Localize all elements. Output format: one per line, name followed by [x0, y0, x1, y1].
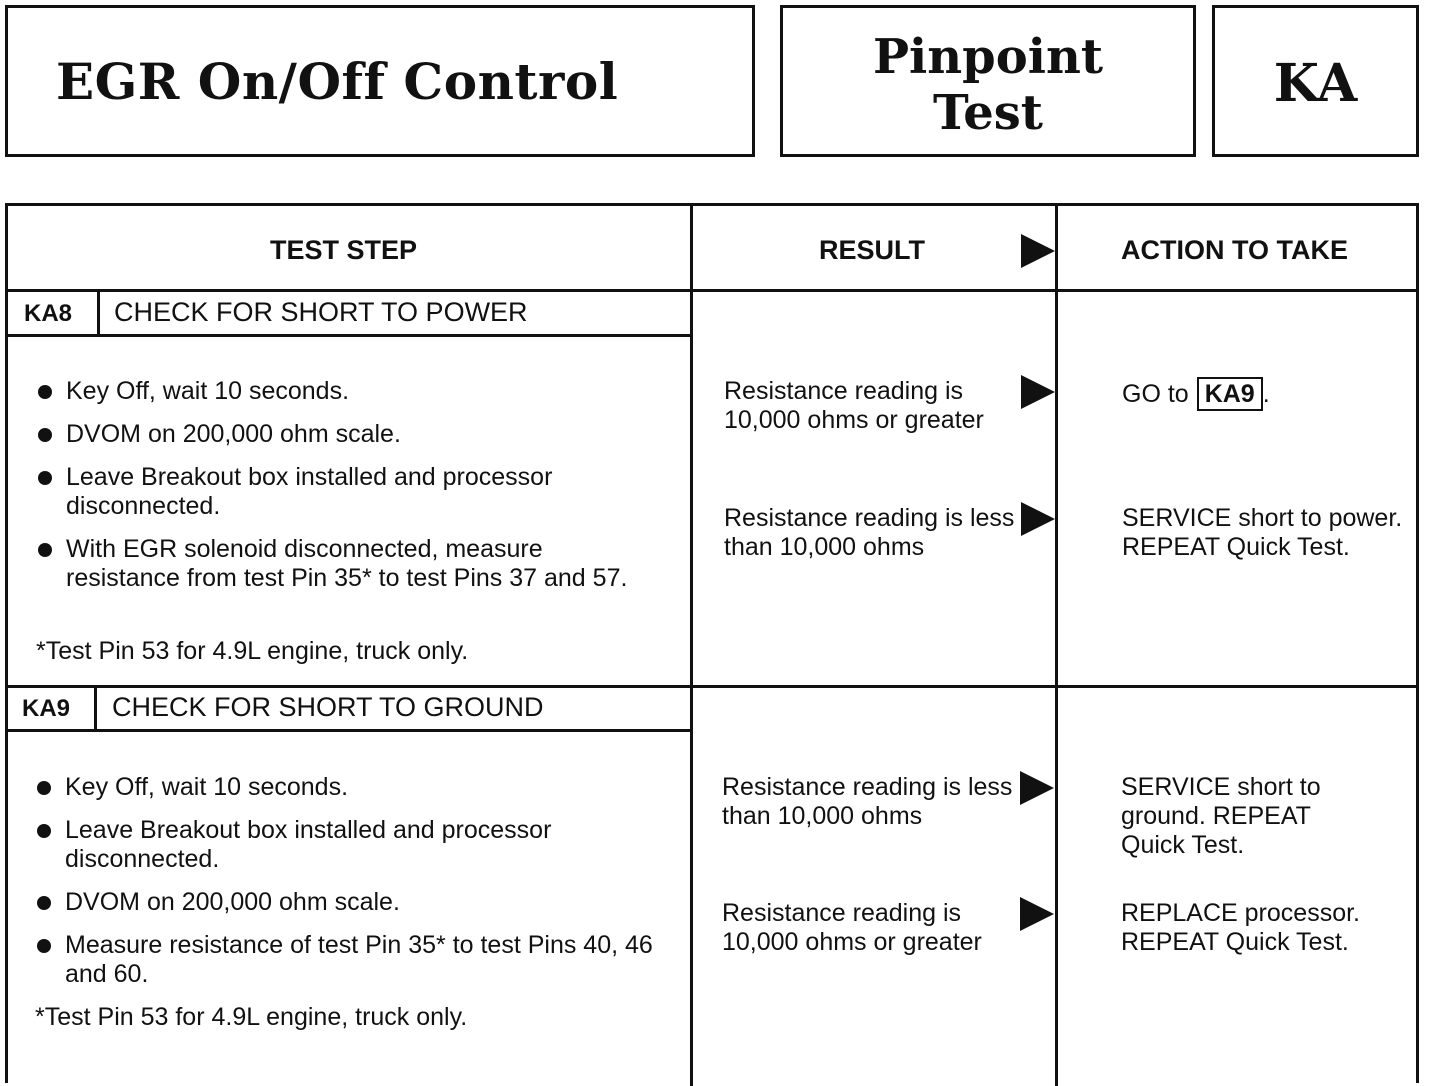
result-text: Resistance reading is 10,000 ohms or gre… — [722, 899, 982, 956]
test-type-line1: Pinpoint — [872, 29, 1104, 85]
title-box: EGR On/Off Control — [5, 5, 755, 157]
instruction-item: Leave Breakout box installed and process… — [35, 816, 665, 874]
test-code-box: KA — [1212, 5, 1419, 157]
column-divider — [690, 206, 693, 1086]
action-text: REPLACE processor. REPEAT Quick Test. — [1121, 899, 1360, 956]
action-suffix: . — [1262, 380, 1270, 408]
footnote: *Test Pin 53 for 4.9L engine, truck only… — [36, 637, 469, 665]
result-text: Resistance reading is less than 10,000 o… — [724, 504, 1015, 561]
instruction-item: Key Off, wait 10 seconds. — [35, 773, 665, 802]
column-header-test-step: TEST STEP — [270, 235, 418, 265]
instruction-item: DVOM on 200,000 ohm scale. — [36, 420, 656, 449]
header-divider — [8, 289, 1419, 292]
step-code: KA9 — [22, 695, 71, 722]
goto-step-link[interactable]: KA9 — [1196, 377, 1263, 411]
result-text: Resistance reading is less than 10,000 o… — [722, 773, 1013, 830]
instruction-item: DVOM on 200,000 ohm scale. — [35, 888, 665, 917]
column-divider — [1055, 206, 1058, 1086]
result-arrow-icon — [1020, 897, 1054, 931]
step-title-divider — [8, 729, 691, 732]
step-instructions: Key Off, wait 10 seconds. DVOM on 200,00… — [36, 377, 656, 607]
result-arrow-icon — [1021, 375, 1055, 409]
instruction-item: With EGR solenoid disconnected, measure … — [36, 535, 656, 593]
action-text: SERVICE short to power. REPEAT Quick Tes… — [1122, 504, 1403, 561]
result-arrow-icon — [1021, 234, 1055, 268]
result-text: Resistance reading is 10,000 ohms or gre… — [724, 377, 984, 434]
instruction-item: Measure resistance of test Pin 35* to te… — [35, 931, 665, 989]
step-instructions: Key Off, wait 10 seconds. Leave Breakout… — [35, 773, 665, 1003]
footnote: *Test Pin 53 for 4.9L engine, truck only… — [35, 1003, 468, 1031]
page-title: EGR On/Off Control — [56, 52, 619, 111]
step-code-divider — [94, 686, 97, 730]
step-code-divider — [97, 290, 100, 334]
instruction-item: Leave Breakout box installed and process… — [36, 463, 656, 521]
pinpoint-test-table: TEST STEP RESULT ACTION TO TAKE KA8 CHEC… — [5, 203, 1419, 1086]
instruction-item: Key Off, wait 10 seconds. — [36, 377, 656, 406]
test-type-line2: Test — [933, 85, 1043, 141]
step-divider — [8, 685, 1419, 688]
test-code: KA — [1273, 53, 1358, 114]
test-type-box: Pinpoint Test — [780, 5, 1196, 157]
result-arrow-icon — [1020, 771, 1054, 805]
column-header-action: ACTION TO TAKE — [1121, 235, 1348, 265]
step-code: KA8 — [24, 300, 73, 327]
action-prefix: GO to — [1122, 380, 1189, 408]
step-title-divider — [8, 334, 691, 337]
step-title: CHECK FOR SHORT TO POWER — [114, 297, 528, 327]
action-text: SERVICE short to ground. REPEAT Quick Te… — [1121, 773, 1321, 859]
result-arrow-icon — [1021, 502, 1055, 536]
step-title: CHECK FOR SHORT TO GROUND — [112, 692, 544, 722]
column-header-result: RESULT — [819, 235, 925, 265]
